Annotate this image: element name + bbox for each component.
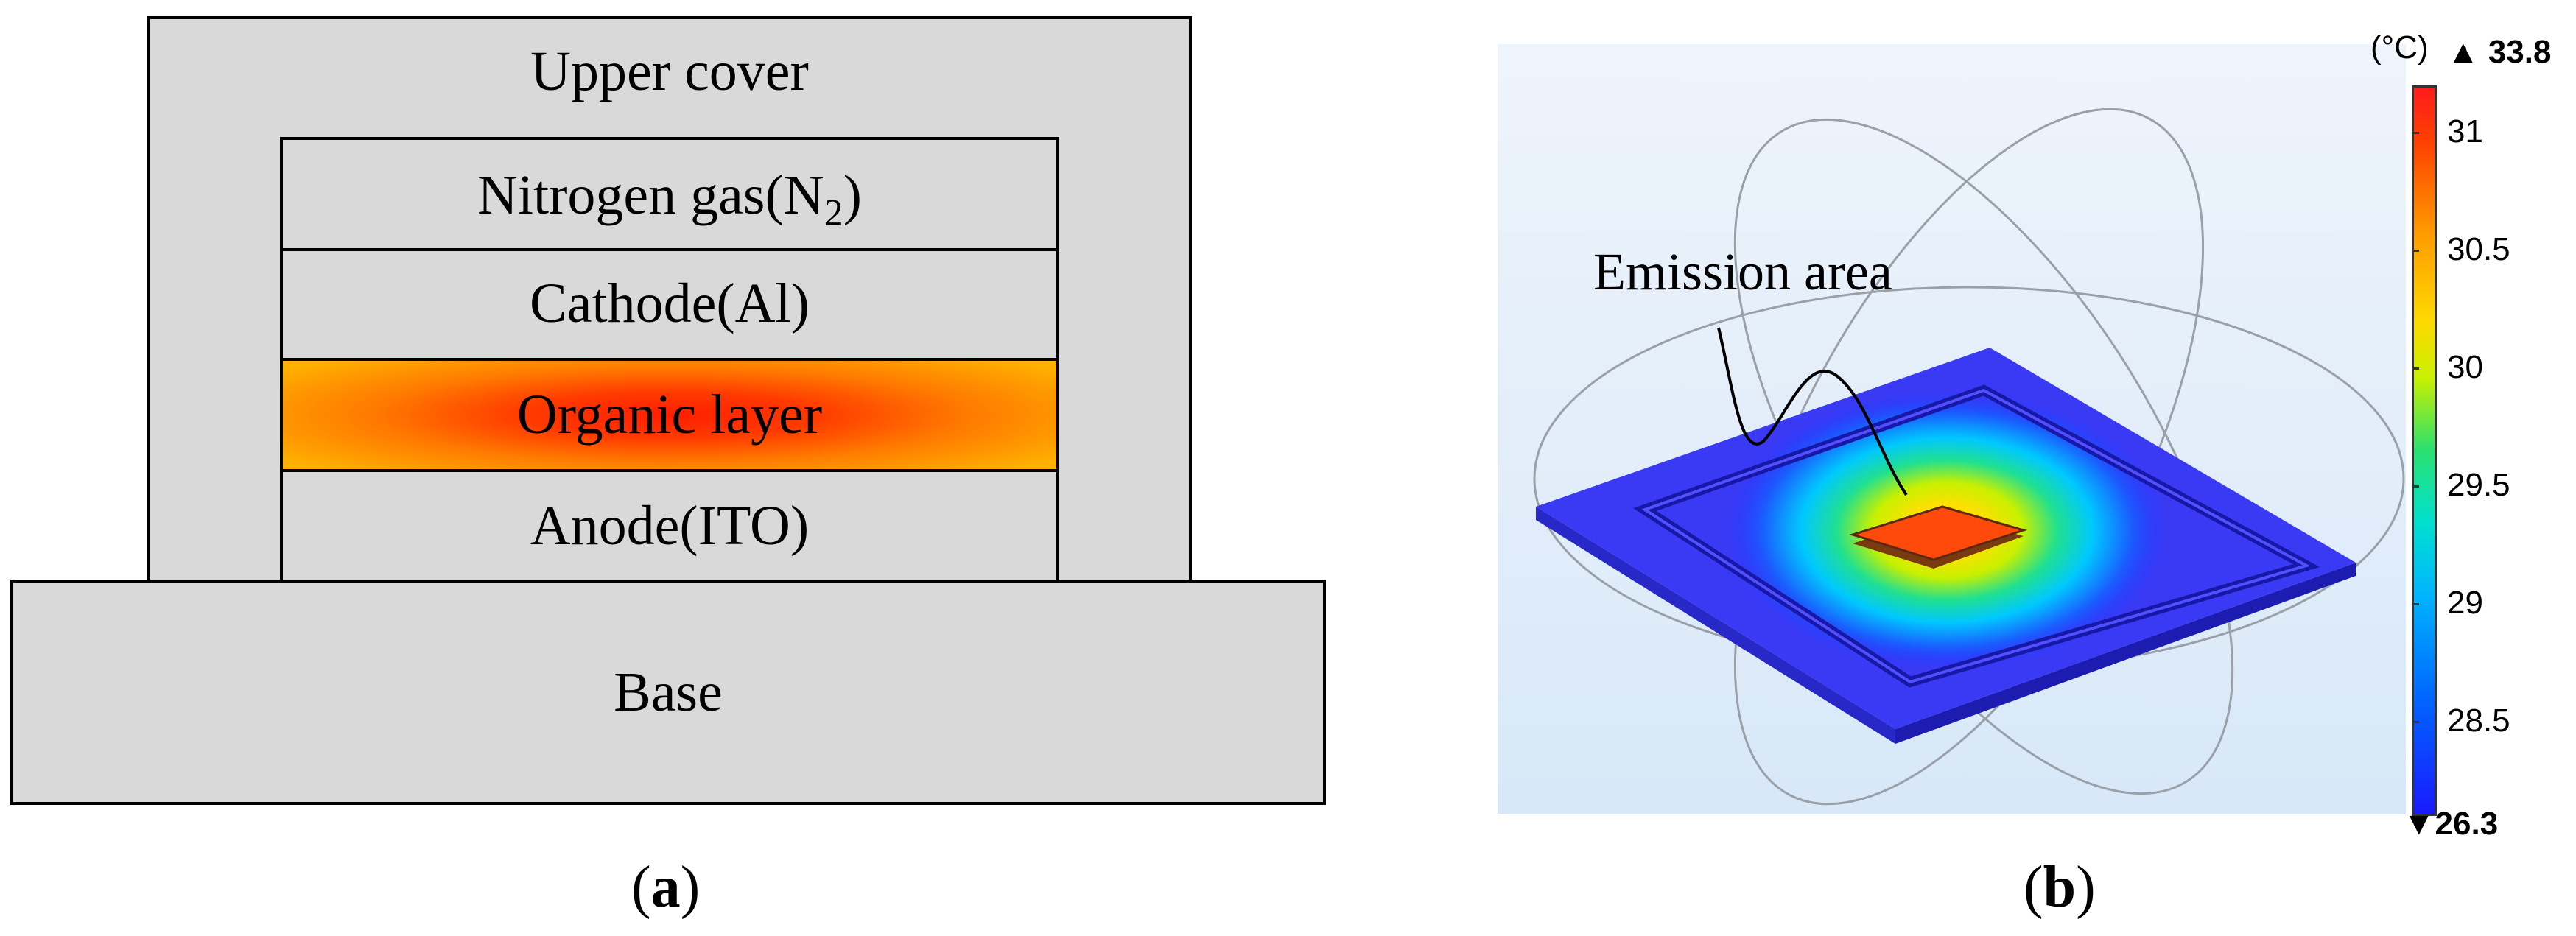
plate-front-right-edge (1895, 563, 2356, 744)
nitrogen-layer: Nitrogen gas(N2) (280, 137, 1059, 251)
organic-label: Organic layer (516, 384, 823, 446)
colorbar-unit-label: (°C) (2370, 29, 2429, 66)
colorbar-tick-mark (2412, 603, 2419, 605)
colorbar-tick-label: 30 (2447, 349, 2483, 385)
colorbar-tick-mark (2412, 367, 2419, 370)
caption-a: (a) (631, 855, 701, 920)
panel-b-simulation: Emission area (1498, 44, 2406, 814)
nitrogen-label: Nitrogen gas(N2) (283, 163, 1056, 235)
emission-area-label: Emission area (1593, 242, 1892, 301)
caption-b-letter: b (2043, 855, 2077, 920)
caption-b: (b) (2024, 855, 2096, 920)
plate-front-left-edge (1536, 507, 1895, 744)
colorbar-tick-label: 28.5 (2447, 703, 2510, 739)
base-box: Base (10, 580, 1326, 805)
colorbar-tick-mark (2412, 485, 2419, 488)
cathode-label: Cathode(Al) (530, 272, 810, 334)
base-label: Base (614, 661, 723, 723)
emission-square (1848, 505, 2028, 561)
nitrogen-subscript: 2 (824, 192, 843, 235)
colorbar-tick-mark (2412, 250, 2419, 252)
colorbar-tick-label: 29 (2447, 585, 2483, 621)
annotation-leader-line (1717, 327, 1908, 496)
anode-layer: Anode(ITO) (280, 469, 1059, 583)
colorbar-tick-mark (2412, 721, 2419, 723)
colorbar-tick-label: 31 (2447, 113, 2483, 149)
thermal-simulation-image (1498, 44, 2406, 814)
caption-a-letter: a (650, 855, 681, 920)
upper-cover-label: Upper cover (530, 41, 809, 102)
colorbar-min-marker: ▼26.3 (2403, 806, 2499, 842)
anode-label: Anode(ITO) (530, 495, 810, 557)
nitrogen-close: ) (843, 164, 862, 226)
colorbar-tick-label: 30.5 (2447, 231, 2510, 267)
nitrogen-text: Nitrogen gas(N (477, 164, 824, 226)
temperature-colorbar (2412, 85, 2437, 816)
cathode-layer: Cathode(Al) (280, 248, 1059, 361)
organic-layer: Organic layer (280, 358, 1059, 472)
colorbar-tick-mark (2412, 132, 2419, 134)
inner-frame-highlight (1641, 388, 2311, 684)
colorbar-max-marker: ▲ 33.8 (2447, 34, 2552, 70)
colorbar-tick-label: 29.5 (2447, 467, 2510, 503)
